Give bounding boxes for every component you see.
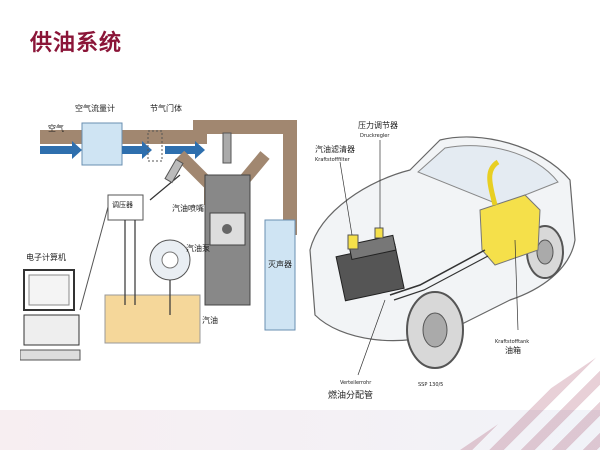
label-fuel-filter-cn: 汽油滤清器 [315,144,355,154]
slide-title: 供油系统 [30,31,123,56]
throttle-body [147,130,163,162]
ecu-screen [28,274,70,306]
label-air-flow-meter: 空气流量计 [75,103,115,113]
muffler [264,219,296,331]
label-fuel-pump: 汽油泵 [186,243,210,253]
fuel-line-return [393,255,489,301]
label-injector: 汽油喷嘴 [172,203,204,213]
label-muffler: 灭声器 [268,259,292,269]
ecu-base [23,314,80,346]
air-flow-meter-box [81,122,123,166]
engine-top [348,234,397,261]
label-ssp-code: SSP 130/5 [418,382,443,388]
label-ecu: 电子计算机 [26,252,66,262]
label-throttle: 节气门体 [150,103,182,113]
label-distributor-de: Verteilerrohr [340,380,372,386]
rear-wheel-hub [536,239,554,265]
piston-pin [222,224,232,234]
fuel-tank [479,194,541,266]
intake-pipe [40,120,297,235]
leader-lines [339,140,519,376]
pressure-regulator [374,227,384,239]
fuel-filter [347,234,359,250]
injector [164,158,184,184]
label-fuel: 汽油 [202,315,218,325]
spark-plug [222,132,232,164]
fuel-pump-core [161,251,179,269]
label-pressure-regulator-cn: 压力调节器 [358,120,398,130]
label-fuel-tank-de: Kraftstofftank [495,339,529,345]
regulator-box [107,194,144,221]
fuel-lines [124,174,181,315]
label-pressure-regulator: 调压器 [112,200,133,209]
front-wheel-hub [422,312,448,348]
air-arrows [40,141,205,159]
label-fuel-tank-cn: 油箱 [505,345,521,355]
car-fuel-system-diagram: 压力调节器 Druckregler 汽油滤清器 Kraftstofffilter… [309,120,576,401]
ecu-wire [79,206,109,311]
label-fuel-filter-de: Kraftstofffilter [315,157,351,163]
ecu-keyboard [20,349,81,361]
fuel-tank [104,294,201,344]
fuel-line [389,249,486,296]
footer-band [0,410,600,450]
label-pressure-regulator-de: Druckregler [360,133,390,139]
filler-neck [487,159,500,206]
label-distributor-cn: 燃油分配管 [328,389,373,401]
fuel-injection-schematic: 空气 空气流量计 节气门体 调压器 汽油喷嘴 汽油泵 电子计算机 灭声器 汽油 [20,103,297,361]
label-air: 空气 [48,123,64,133]
